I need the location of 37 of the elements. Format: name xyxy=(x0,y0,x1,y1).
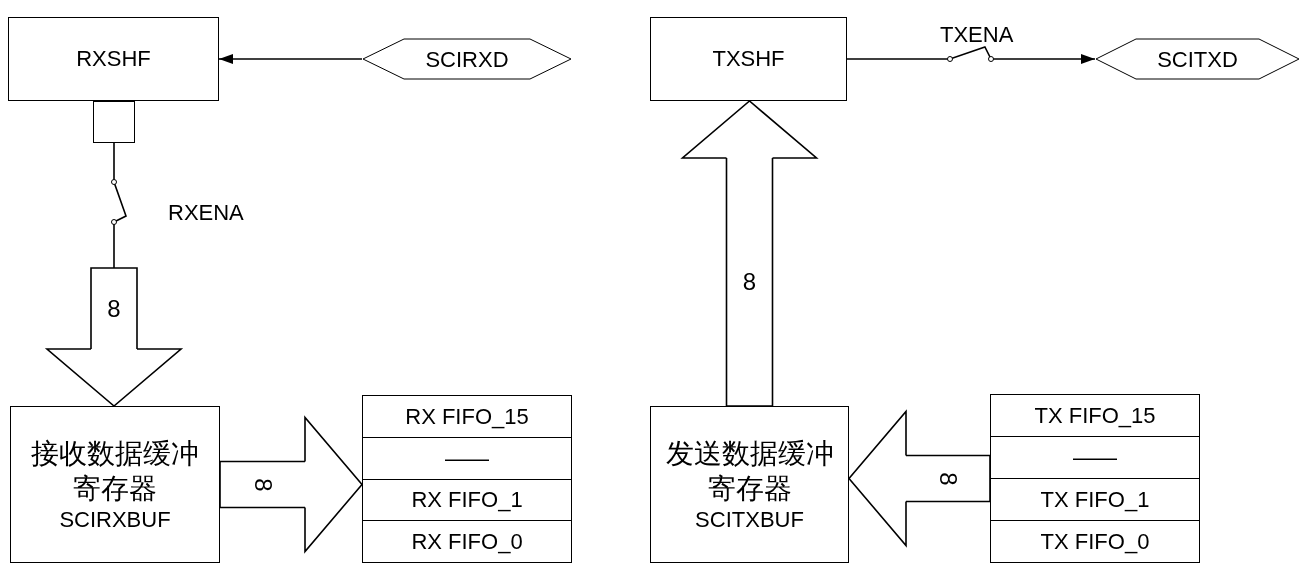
register-name: SCITXBUF xyxy=(695,505,804,534)
register-name: RXSHF xyxy=(76,45,151,73)
block-arrow xyxy=(848,410,991,547)
fifo-register-cell: —— xyxy=(991,437,1199,479)
fifo-register-cell: —— xyxy=(363,437,571,480)
register-name: SCIRXBUF xyxy=(59,505,171,534)
edge-label: 8 xyxy=(936,471,960,486)
register-box xyxy=(8,17,219,101)
edge-label: 8 xyxy=(742,270,757,294)
fifo-register-cell: RX FIFO_15 xyxy=(363,396,571,438)
edge-label: 8 xyxy=(107,296,121,321)
arrow xyxy=(846,46,1096,64)
fifo-register-cell: TX FIFO_1 xyxy=(991,479,1199,521)
register-name: 发送数据缓冲寄存器 xyxy=(664,435,835,506)
fifo-register-cell: RX FIFO_0 xyxy=(363,521,571,562)
connector-box xyxy=(93,101,135,143)
register-box xyxy=(650,406,849,563)
register-box xyxy=(10,406,220,563)
signal-label: TXENA xyxy=(940,21,1014,49)
register-box xyxy=(650,17,847,101)
fifo-register-cell: TX FIFO_0 xyxy=(991,521,1199,562)
fifo-stack xyxy=(362,395,572,563)
fifo-stack xyxy=(990,394,1200,563)
signal-label: RXENA xyxy=(168,199,244,227)
signal-name: SCIRXD xyxy=(425,45,509,74)
edge-label: 8 xyxy=(250,477,275,492)
fifo-register-cell: TX FIFO_15 xyxy=(991,395,1199,437)
signal-name: SCITXD xyxy=(1157,45,1238,74)
register-name: TXSHF xyxy=(712,45,785,73)
block-arrow xyxy=(219,416,363,553)
arrow xyxy=(218,54,363,64)
signal-pin-hexagon xyxy=(1095,38,1300,80)
signal-pin-hexagon xyxy=(362,38,572,80)
block-arrow xyxy=(681,100,818,407)
block-arrow xyxy=(46,142,182,407)
fifo-register-cell: RX FIFO_1 xyxy=(363,479,571,522)
register-name: 接收数据缓冲寄存器 xyxy=(30,435,200,506)
